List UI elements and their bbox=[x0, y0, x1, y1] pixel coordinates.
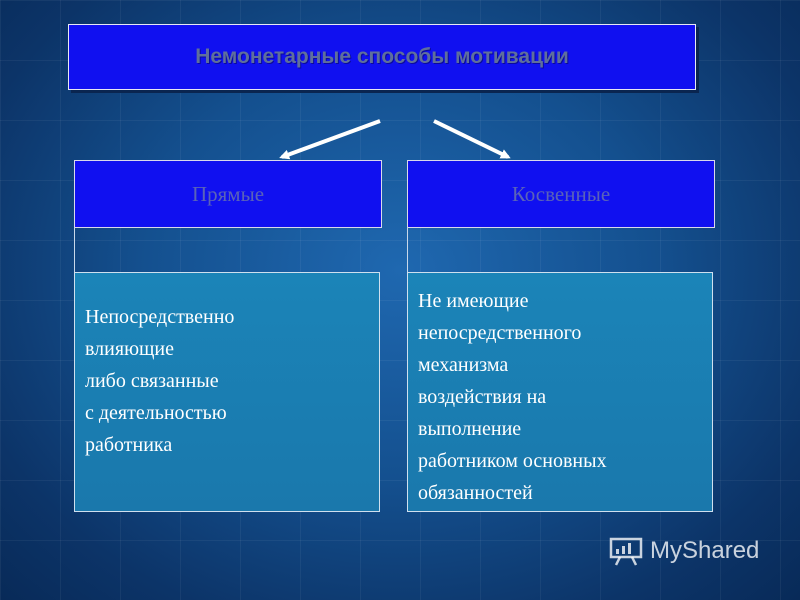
watermark: MyShared bbox=[608, 536, 759, 566]
description-line: Не имеющие bbox=[418, 290, 529, 312]
branch-header-label: Косвенные bbox=[511, 181, 611, 206]
description-line: механизма bbox=[418, 354, 509, 376]
description-line: работника bbox=[85, 434, 173, 456]
watermark-text: MyShared bbox=[650, 537, 760, 564]
diagram-title: Немонетарные способы мотивации bbox=[195, 45, 569, 68]
projector-screen-icon bbox=[609, 537, 643, 566]
description-line: непосредственного bbox=[418, 322, 582, 344]
description-line: воздействия на bbox=[418, 386, 547, 408]
branch-description-indirect: Не имеющие непосредственного механизма в… bbox=[407, 272, 713, 512]
branch-header-indirect: Косвенные bbox=[407, 160, 715, 228]
description-line: обязанностей bbox=[418, 482, 533, 504]
connector-line bbox=[74, 227, 75, 273]
arrow-right bbox=[433, 119, 511, 159]
description-line: либо связанные bbox=[85, 370, 219, 392]
arrow-left bbox=[279, 119, 381, 160]
description-line: выполнение bbox=[418, 418, 522, 440]
branch-header-direct: Прямые bbox=[74, 160, 382, 228]
branch-description-direct: Непосредственно влияющие либо связанные … bbox=[74, 272, 380, 512]
connector-line bbox=[407, 227, 408, 273]
title-box: Немонетарные способы мотивации bbox=[68, 24, 696, 90]
description-line: с деятельностью bbox=[85, 402, 227, 424]
description-line: влияющие bbox=[85, 338, 174, 360]
branch-header-label: Прямые bbox=[191, 181, 265, 206]
description-line: работником основных bbox=[418, 450, 607, 472]
description-line: Непосредственно bbox=[85, 306, 235, 328]
